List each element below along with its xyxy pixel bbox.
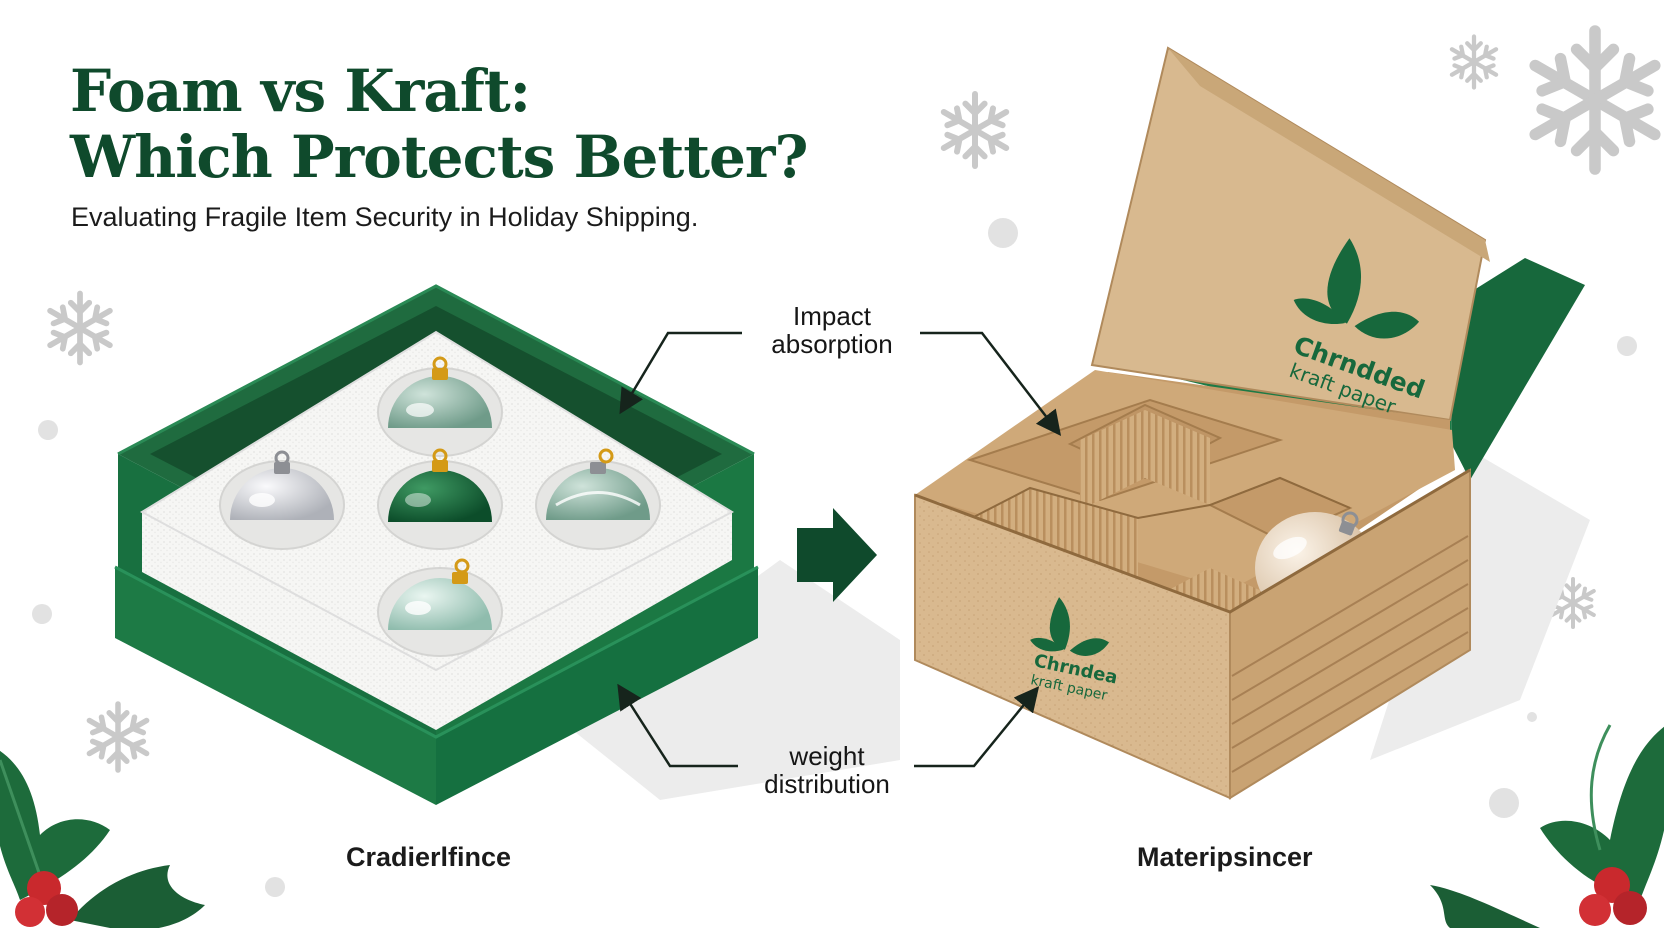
ornament-icon [388,558,492,630]
holly-icon [1430,724,1664,928]
callout-impact-absorption: Impact absorption [771,301,893,359]
callout-weight-distribution: weight distribution [764,741,890,799]
caption-kraft: Materipsincer [1137,842,1313,872]
page-subtitle: Evaluating Fragile Item Security in Holi… [71,202,699,232]
snowflake-icon [1452,37,1496,88]
ornament-icon [388,356,492,428]
title-line-2: Which Protects Better? [70,123,808,191]
arrow-right-icon [797,508,877,602]
leaf-logo-icon [1293,238,1420,339]
snowflake-icon [50,294,110,363]
leaf-logo-icon [1030,597,1110,656]
title-line-1: Foam vs Kraft: [70,57,531,125]
holly-icon [0,751,205,928]
snowflake-icon [1535,31,1655,169]
kraft-box-walls [914,468,1471,800]
ornament-icon [388,448,492,522]
ornament-icon [230,450,334,520]
page-title: Foam vs Kraft: Which Protects Better? [70,57,808,191]
shadow [560,560,900,800]
snowflake-icon [944,94,1006,166]
snowflake-icon [89,704,146,770]
ornament-icon [546,448,650,520]
caption-foam: Cradierlfince [346,842,512,872]
shadow [1370,450,1590,760]
callout-leaders [617,331,1062,768]
